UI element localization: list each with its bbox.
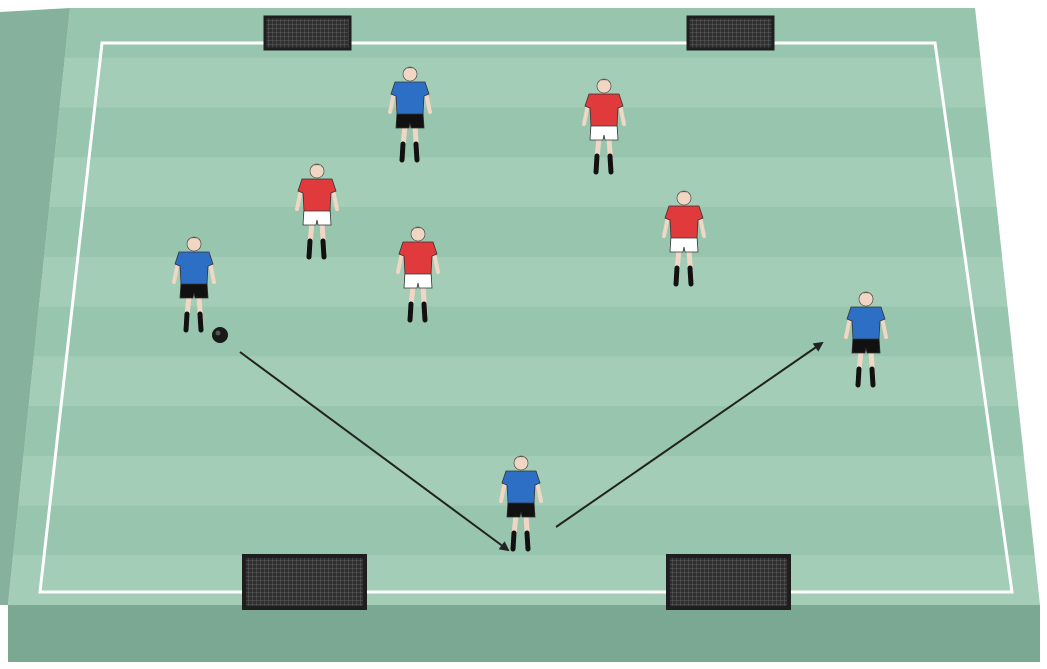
pitch-stripe (65, 8, 981, 58)
ball (212, 327, 228, 343)
goal-top-left (265, 17, 350, 49)
goal-top-right (688, 17, 773, 49)
pitch-stripe (24, 406, 1024, 456)
goal-bottom-left (244, 556, 365, 608)
pitch-stripe (44, 207, 1002, 257)
pitch-base-front (8, 605, 1040, 662)
goal-bottom-right (668, 556, 789, 608)
pitch-stripe (55, 108, 992, 158)
